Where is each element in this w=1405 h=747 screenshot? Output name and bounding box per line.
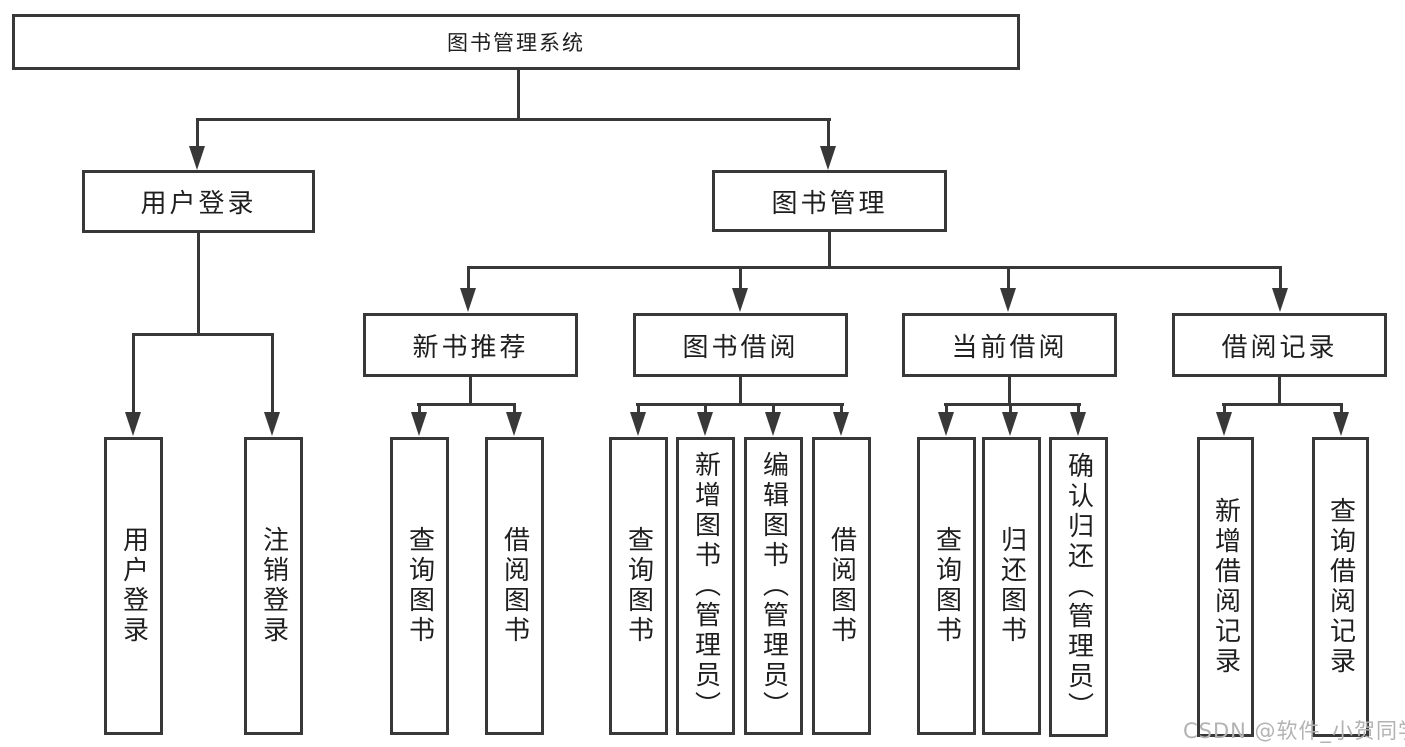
arrow-down-icon	[411, 412, 427, 436]
connector-current-stem	[1008, 377, 1011, 405]
arrow-down-icon	[1216, 412, 1232, 436]
leaf-query-books-borrow: 查询图书	[609, 437, 668, 735]
connector-root-stem	[517, 68, 520, 120]
leaf-label: 归还图书	[996, 526, 1027, 646]
connector-drop-book-mgmt	[827, 120, 830, 148]
arrow-down-icon	[630, 412, 646, 436]
connector-drop-leaf-user-login	[132, 336, 135, 413]
arrow-down-icon	[1002, 412, 1018, 436]
leaf-query-books-new-book: 查询图书	[390, 437, 449, 735]
leaf-label: 查询图书	[623, 526, 654, 646]
leaf-label: 查询借阅记录	[1325, 497, 1356, 677]
leaf-return-book: 归还图书	[982, 437, 1041, 735]
connector-root-crossbar	[196, 118, 831, 121]
arrow-down-icon	[1272, 288, 1288, 312]
leaf-label: 借阅图书	[826, 526, 857, 646]
connector-book-mgmt-stem	[828, 232, 831, 268]
node-borrowing-records: 借阅记录	[1172, 313, 1387, 377]
arrow-down-icon	[833, 412, 849, 436]
connector-drop-user-login	[196, 120, 199, 148]
leaf-label: 确认归还（管理员）	[1063, 452, 1094, 722]
leaf-query-books-current: 查询图书	[917, 437, 976, 735]
arrow-down-icon	[189, 146, 205, 170]
connector-current-crossbar	[944, 403, 1081, 406]
leaf-label: 新增图书（管理员）	[690, 451, 721, 721]
leaf-query-borrow-record: 查询借阅记录	[1312, 437, 1369, 737]
leaf-confirm-return-admin: 确认归还（管理员）	[1049, 437, 1108, 737]
connector-new-book-crossbar	[417, 403, 516, 406]
connector-borrow-crossbar	[636, 403, 844, 406]
watermark: CSDN @软件_小贺同学	[1183, 719, 1405, 743]
leaf-label: 查询图书	[931, 526, 962, 646]
leaf-label: 借阅图书	[499, 526, 530, 646]
connector-drop	[772, 406, 775, 413]
connector-borrow-stem	[739, 377, 742, 405]
connector-drop	[1077, 406, 1080, 413]
node-current-borrowing: 当前借阅	[902, 313, 1117, 377]
node-label: 新书推荐	[412, 332, 529, 363]
node-label: 当前借阅	[951, 332, 1068, 363]
leaf-borrow-books-borrow: 借阅图书	[812, 437, 871, 735]
connector-drop	[513, 406, 516, 413]
connector-user-login-crossbar	[132, 333, 274, 336]
arrow-down-icon	[506, 412, 522, 436]
arrow-down-icon	[765, 412, 781, 436]
leaf-label: 注销登录	[258, 526, 289, 646]
arrow-down-icon	[1333, 412, 1349, 436]
node-label: 图书借阅	[682, 332, 799, 363]
leaf-borrow-books-new-book: 借阅图书	[485, 437, 544, 735]
node-label: 借阅记录	[1221, 332, 1338, 363]
connector-drop	[1009, 406, 1012, 413]
connector-drop-records	[1279, 269, 1282, 289]
leaf-user-login: 用户登录	[104, 437, 163, 735]
node-new-book-recommendation: 新书推荐	[363, 313, 578, 377]
node-book-management: 图书管理	[712, 170, 947, 232]
arrow-down-icon	[732, 288, 748, 312]
connector-records-stem	[1278, 377, 1281, 405]
leaf-label: 用户登录	[118, 526, 149, 646]
arrow-down-icon	[1000, 288, 1016, 312]
node-label: 用户登录	[140, 189, 257, 219]
arrow-down-icon	[697, 412, 713, 436]
connector-drop	[1340, 406, 1343, 413]
connector-new-book-stem	[469, 377, 472, 405]
connector-records-crossbar	[1222, 403, 1343, 406]
leaf-label: 编辑图书（管理员）	[758, 451, 789, 721]
leaf-logout-login: 注销登录	[244, 437, 303, 735]
connector-drop-new-book	[467, 269, 470, 289]
leaf-add-borrow-record: 新增借阅记录	[1197, 437, 1254, 737]
arrow-down-icon	[938, 412, 954, 436]
connector-drop	[1223, 406, 1226, 413]
arrow-down-icon	[820, 146, 836, 170]
node-book-management-system: 图书管理系统	[12, 14, 1020, 70]
leaf-label: 查询图书	[404, 526, 435, 646]
connector-drop-borrow	[739, 269, 742, 289]
node-label: 图书管理	[771, 188, 888, 219]
leaf-edit-book-admin: 编辑图书（管理员）	[744, 437, 803, 735]
arrow-down-icon	[264, 412, 280, 436]
connector-drop	[637, 406, 640, 413]
leaf-label: 新增借阅记录	[1210, 497, 1241, 677]
connector-drop	[418, 406, 421, 413]
connector-drop	[704, 406, 707, 413]
node-user-login: 用户登录	[82, 170, 315, 233]
node-label: 图书管理系统	[447, 31, 585, 55]
connector-user-login-stem	[197, 233, 200, 335]
arrow-down-icon	[460, 288, 476, 312]
node-book-borrowing: 图书借阅	[633, 313, 848, 377]
arrow-down-icon	[1070, 412, 1086, 436]
connector-drop-leaf-logout	[271, 336, 274, 413]
connector-drop	[945, 406, 948, 413]
connector-drop-current	[1007, 269, 1010, 289]
arrow-down-icon	[125, 412, 141, 436]
connector-drop	[840, 406, 843, 413]
leaf-add-book-admin: 新增图书（管理员）	[676, 437, 735, 735]
connector-book-mgmt-crossbar	[467, 266, 1282, 269]
